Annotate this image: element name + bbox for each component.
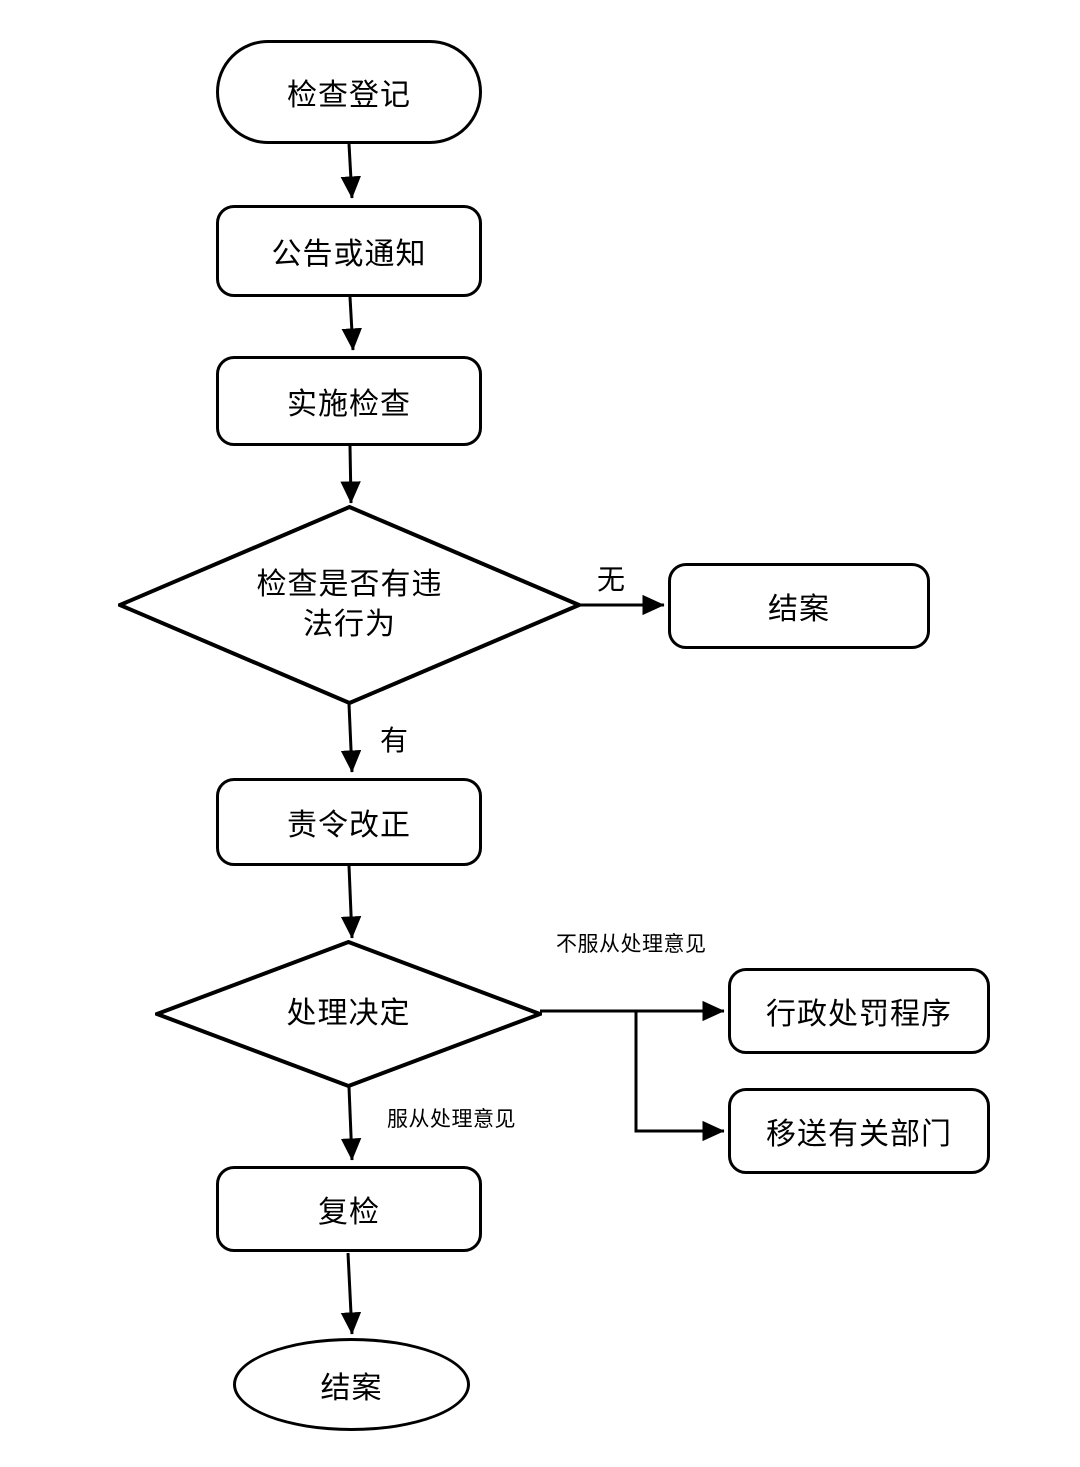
node-inspection-registration[interactable]: 检查登记 [216, 40, 482, 144]
edge-label-accept-decision: 服从处理意见 [387, 1107, 516, 1131]
node-transfer-to-department[interactable]: 移送有关部门 [728, 1088, 990, 1174]
edge-n2-n3 [341, 296, 362, 351]
edge-n3-n4 [340, 445, 361, 504]
edge-n6-n7 [340, 865, 362, 939]
node-order-correction[interactable]: 责令改正 [216, 778, 482, 866]
edge-n1-n2 [340, 143, 361, 199]
node-label: 检查登记 [287, 79, 411, 112]
edge-n7-n10 [340, 1086, 362, 1161]
edge-n10-n11 [340, 1252, 362, 1335]
edge-n7-n9 [634, 1011, 725, 1142]
node-label: 移送有关部门 [766, 1118, 952, 1151]
node-label: 实施检查 [287, 388, 411, 421]
node-label: 公告或通知 [271, 238, 427, 271]
node-label: 结案 [320, 1371, 383, 1405]
edge-label-has-violation: 有 [380, 726, 409, 757]
node-label: 复检 [318, 1196, 380, 1229]
edge-label-reject-decision: 不服从处理意见 [556, 932, 707, 956]
node-re-inspection[interactable]: 复检 [216, 1166, 482, 1252]
decision-has-violation[interactable]: 检查是否有违 法行为 [114, 504, 585, 706]
diamond-outline [151, 939, 546, 1089]
node-close-case-box[interactable]: 结案 [668, 563, 930, 649]
node-label: 结案 [768, 593, 830, 626]
node-announcement-or-notice[interactable]: 公告或通知 [216, 205, 482, 297]
node-close-case-terminator[interactable]: 结案 [233, 1338, 470, 1431]
node-label: 责令改正 [287, 809, 411, 842]
edge-label-no-violation: 无 [597, 565, 626, 596]
node-label: 行政处罚程序 [766, 998, 952, 1031]
node-administrative-penalty-procedure[interactable]: 行政处罚程序 [728, 968, 990, 1054]
node-conduct-inspection[interactable]: 实施检查 [216, 356, 482, 446]
decision-handling-decision[interactable]: 处理决定 [151, 939, 546, 1089]
diamond-outline [114, 504, 585, 706]
edge-n4-n6 [340, 703, 362, 773]
